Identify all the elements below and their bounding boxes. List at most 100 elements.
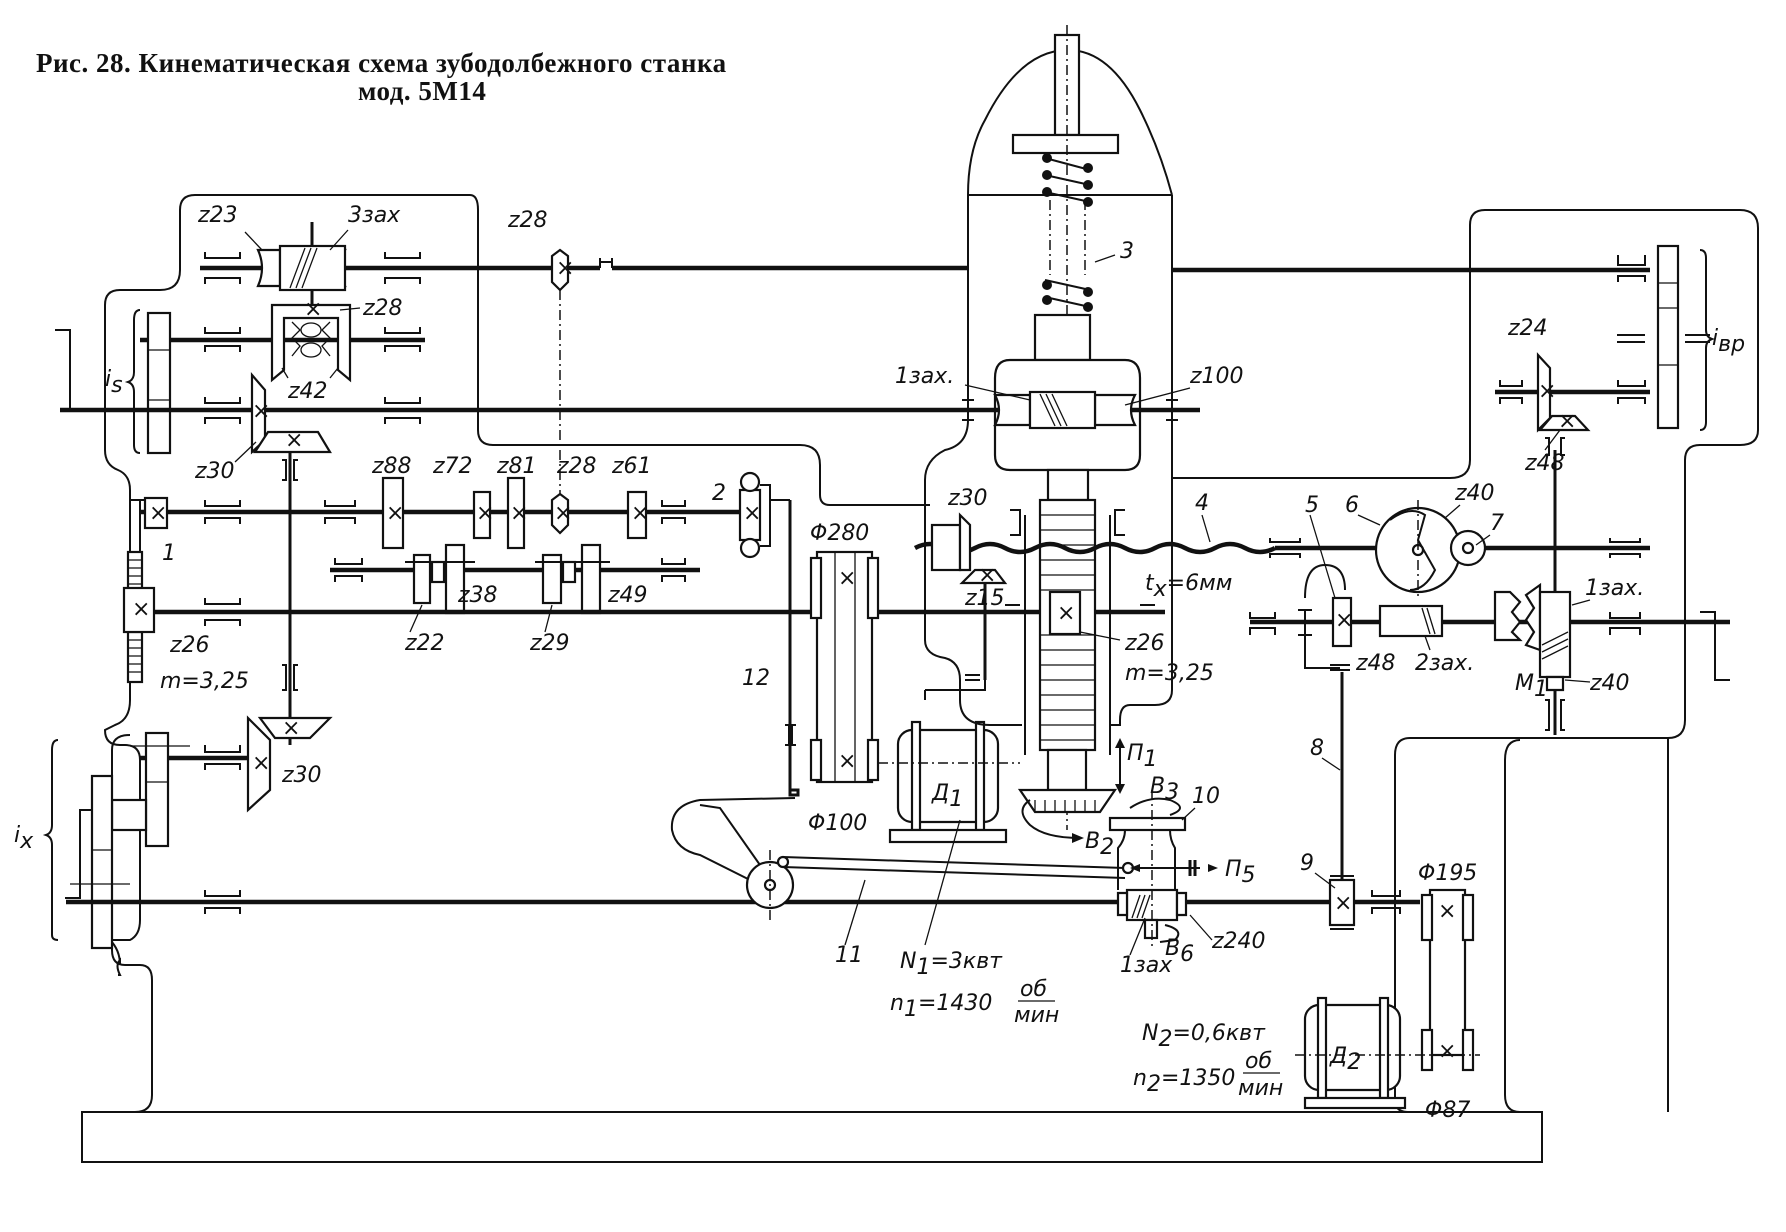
- svg-text:×: ×: [554, 501, 572, 526]
- label-i-x: ix: [14, 823, 34, 854]
- label-element-5: 5: [1305, 493, 1319, 518]
- label-phi280: Φ280: [810, 521, 869, 546]
- label-z42: z42: [287, 379, 328, 404]
- svg-text:×: ×: [1558, 409, 1576, 434]
- differential-assembly: ×: [140, 297, 425, 383]
- label-speed-n1: n1=1430: [890, 991, 992, 1022]
- label-one-start-top: 1зах.: [895, 364, 954, 389]
- label-element-12: 12: [742, 666, 770, 691]
- label-z49: z49: [607, 583, 648, 608]
- label-z72: z72: [432, 454, 473, 479]
- label-z30-lower: z30: [281, 763, 322, 788]
- gear-shaft-z88-z61: × × × × × × ×: [130, 471, 792, 790]
- label-one-start-right: 1зах.: [1585, 576, 1644, 601]
- label-rpm-num-2: об: [1245, 1049, 1272, 1074]
- label-z48-upper: z48: [1524, 451, 1565, 476]
- label-power-n1: N1=3квт: [900, 949, 1003, 980]
- label-motion-b2: В2: [1085, 829, 1114, 860]
- label-roller-7: 7: [1490, 511, 1504, 536]
- svg-text:×: ×: [1438, 1039, 1456, 1064]
- machine-housing-outline: [81, 48, 1759, 1163]
- label-z29: z29: [529, 631, 570, 656]
- cutter-spindle-assembly: ×: [959, 25, 1178, 830]
- label-power-n2: N2=0,6квт: [1142, 1021, 1266, 1052]
- labels: z23 3зах z28 z28 z42 is z30 z88 z72 z81 …: [14, 203, 1745, 1123]
- label-cam-shaft-4: 4: [1195, 491, 1209, 516]
- svg-text:×: ×: [149, 501, 167, 526]
- work-table-assembly: ×: [1021, 738, 1401, 950]
- label-table-10: 10: [1192, 784, 1220, 809]
- label-gear-9: 9: [1300, 851, 1314, 876]
- svg-text:×: ×: [252, 751, 270, 776]
- label-speed-n2: n2=1350: [1133, 1066, 1235, 1097]
- figure-subtitle: мод. 5М14: [358, 76, 487, 106]
- upper-bevel-shaft: × ×: [55, 329, 1200, 745]
- svg-text:×: ×: [510, 501, 528, 526]
- svg-text:×: ×: [282, 716, 300, 741]
- spring-3: [1042, 153, 1093, 312]
- label-z88: z88: [371, 454, 412, 479]
- svg-text:×: ×: [386, 501, 404, 526]
- svg-text:×: ×: [556, 256, 574, 281]
- feed-change-gears-is: [124, 309, 172, 455]
- label-z30-center: z30: [947, 486, 988, 511]
- arrow-b6: [1159, 924, 1180, 943]
- arrow-b2: [1021, 799, 1081, 839]
- svg-text:×: ×: [1335, 608, 1353, 633]
- svg-text:×: ×: [743, 501, 761, 526]
- svg-text:×: ×: [1334, 891, 1352, 916]
- label-element-2: 2: [712, 481, 726, 506]
- svg-text:×: ×: [285, 428, 303, 453]
- label-spring-3: 3: [1120, 239, 1134, 264]
- svg-text:×: ×: [304, 297, 322, 322]
- label-z81: z81: [496, 454, 537, 479]
- svg-text:×: ×: [1538, 379, 1556, 404]
- label-z15: z15: [964, 586, 1005, 611]
- label-motion-b3: В3: [1150, 774, 1179, 805]
- svg-text:×: ×: [252, 399, 270, 424]
- label-phi195: Φ195: [1418, 861, 1477, 886]
- label-z28-mid: z28: [556, 454, 597, 479]
- cam-shaft-4: ×: [913, 500, 1650, 700]
- label-module-left: m=3,25: [160, 669, 249, 694]
- machine-base: [81, 1111, 1543, 1163]
- label-z61: z61: [611, 454, 652, 479]
- label-shaft-8: 8: [1310, 736, 1324, 761]
- label-z40-right: z40: [1589, 671, 1630, 696]
- label-z240: z240: [1211, 929, 1266, 954]
- label-z23: z23: [197, 203, 238, 228]
- top-shaft-assembly: ×: [200, 222, 1650, 505]
- label-z30-upper: z30: [194, 459, 235, 484]
- label-rpm-den-2: мин: [1238, 1076, 1283, 1101]
- label-motion-p5: П5: [1225, 857, 1256, 888]
- label-z100: z100: [1189, 364, 1244, 389]
- svg-text:×: ×: [1057, 601, 1075, 626]
- svg-text:×: ×: [838, 566, 856, 591]
- lower-bevel-and-ix: × ×: [42, 715, 1420, 950]
- svg-text:×: ×: [1438, 899, 1456, 924]
- label-z38: z38: [457, 583, 498, 608]
- label-cam-6: 6: [1345, 493, 1359, 518]
- svg-text:×: ×: [978, 563, 996, 588]
- label-pitch-tx: tx=6мм: [1145, 571, 1232, 602]
- arrow-b3: [1129, 797, 1181, 816]
- label-crank-11: 11: [835, 943, 863, 968]
- label-z26-center: z26: [1124, 631, 1165, 656]
- label-motor-d2: Д2: [1329, 1044, 1361, 1075]
- label-i-s: is: [105, 367, 123, 398]
- svg-text:×: ×: [132, 597, 150, 622]
- label-z40-cam: z40: [1454, 481, 1495, 506]
- label-rpm-den-1: мин: [1014, 1003, 1059, 1028]
- label-z28-differential: z28: [362, 296, 403, 321]
- svg-text:×: ×: [476, 501, 494, 526]
- label-rpm-num-1: об: [1020, 977, 1047, 1002]
- label-phi100: Φ100: [808, 811, 867, 836]
- label-clutch-m1: М1: [1515, 671, 1548, 702]
- label-i-vr: iвр: [1712, 326, 1745, 357]
- label-two-start: 2зах.: [1415, 651, 1474, 676]
- label-phi87: Φ87: [1425, 1098, 1470, 1123]
- label-z48-lower: z48: [1355, 651, 1396, 676]
- table-belt-drive: × ×: [1295, 888, 1480, 1110]
- label-element-1: 1: [162, 541, 176, 566]
